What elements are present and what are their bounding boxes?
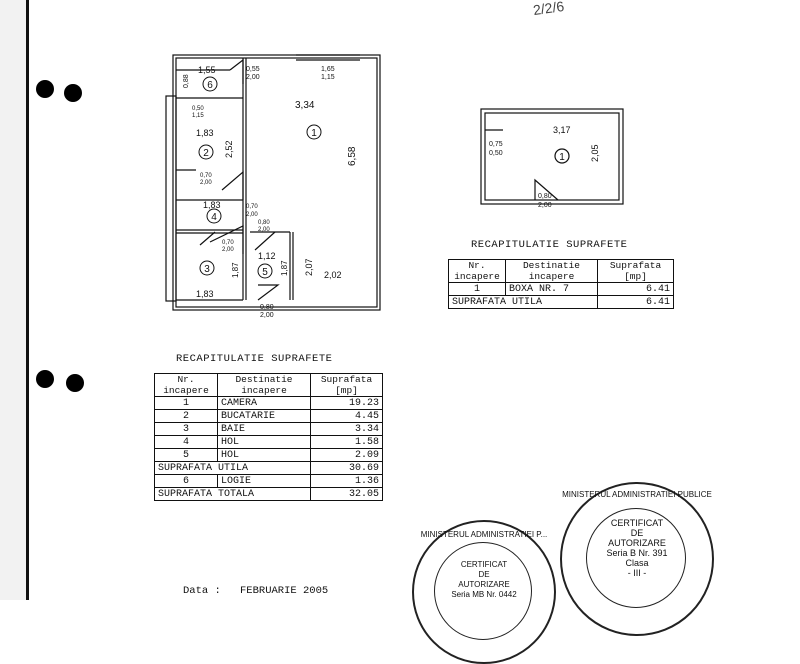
stamp-line: Clasa xyxy=(625,558,649,568)
table-row: 1 BOXA NR. 7 6.41 xyxy=(448,282,674,296)
table-row: 2 BUCATARIE 4.45 xyxy=(154,409,383,423)
dim-label: 0,70 xyxy=(246,204,258,210)
date-value: FEBRUARIE 2005 xyxy=(240,585,329,597)
date-label: Data : xyxy=(183,585,221,597)
floor-plan-box xyxy=(480,108,624,205)
dim-label: 1,83 xyxy=(196,128,214,138)
room-number-5: 5 xyxy=(262,267,268,278)
stamp-ring-text: MINISTERUL ADMINISTRATIEI P... xyxy=(420,530,548,539)
floor-plan-main: 6 2 4 3 5 1 1,55 0,88 0,55 2,00 1,65 1,1… xyxy=(165,54,624,319)
dim-label: 1,83 xyxy=(196,289,214,299)
punch-hole xyxy=(66,374,84,392)
room-number-1: 1 xyxy=(311,128,317,139)
room-number-6: 6 xyxy=(207,80,213,91)
stamp-line: DE xyxy=(630,528,644,538)
dim-label: 3,17 xyxy=(553,125,571,135)
stamp-ring-text: MINISTERUL ADMINISTRATIEI PUBLICE xyxy=(562,490,712,499)
dim-label: 1,55 xyxy=(198,65,216,75)
stamp-line: DE xyxy=(478,570,490,579)
room-number-4: 4 xyxy=(211,212,217,223)
dim-label: 2,00 xyxy=(246,212,258,218)
col-header-suprafata: Suprafata[mp] xyxy=(310,373,383,397)
dim-label: 0,80 xyxy=(538,193,552,200)
col-header-nr: Nr.incapere xyxy=(154,373,218,397)
stamp-left: MINISTERUL ADMINISTRATIEI P... CERTIFICA… xyxy=(412,520,556,664)
dim-label: 1,65 xyxy=(321,66,335,73)
table-row: 5 HOL 2.09 xyxy=(154,448,383,462)
dim-label: 0,50 xyxy=(489,150,503,157)
dim-label: 0,70 xyxy=(222,240,234,246)
dim-label: 0,55 xyxy=(246,66,260,73)
dim-label: 2,00 xyxy=(260,312,274,319)
col-header-nr: Nr.incapere xyxy=(448,259,506,283)
dim-label: 2,00 xyxy=(538,202,552,209)
stamp-line: AUTORIZARE xyxy=(458,580,510,589)
dim-label: 2,05 xyxy=(590,144,600,162)
dim-label: 2,07 xyxy=(304,258,314,276)
table-utila-row: SUPRAFATA UTILA 30.69 xyxy=(154,461,383,475)
dim-label: 1,87 xyxy=(231,262,240,278)
dim-label: 1,15 xyxy=(192,113,204,119)
box-room-number: 1 xyxy=(559,152,565,163)
stamp-line: CERTIFICAT xyxy=(460,560,508,569)
table-box-title: RECAPITULATIE SUPRAFETE xyxy=(471,239,628,251)
stamp-line: Seria B Nr. 391 xyxy=(606,548,668,558)
dim-label: 0,88 xyxy=(183,74,190,88)
dim-label: 0,80 xyxy=(260,304,274,311)
table-total-row: SUPRAFATA UTILA 6.41 xyxy=(448,295,674,309)
dim-label: 0,70 xyxy=(200,173,212,179)
dim-label: 1,12 xyxy=(258,251,276,261)
punch-hole xyxy=(64,84,82,102)
dim-label: 2,02 xyxy=(324,270,342,280)
stamp-line: Seria MB Nr. 0442 xyxy=(451,590,517,599)
dim-label: 0,80 xyxy=(258,220,270,226)
dim-label: 2,52 xyxy=(224,140,234,158)
punch-hole xyxy=(36,80,54,98)
table-row: 1 CAMERA 19.23 xyxy=(154,396,383,410)
dim-label: 2,00 xyxy=(258,227,270,233)
page-edge-line xyxy=(26,0,29,600)
col-header-suprafata: Suprafata[mp] xyxy=(597,259,674,283)
table-main-title: RECAPITULATIE SUPRAFETE xyxy=(176,353,333,365)
dim-label: 0,75 xyxy=(489,141,503,148)
table-row: 6 LOGIE 1.36 xyxy=(154,474,383,488)
punch-hole xyxy=(36,370,54,388)
dim-label: 2,00 xyxy=(200,180,212,186)
stamp-line: AUTORIZARE xyxy=(608,538,666,548)
table-totala-row: SUPRAFATA TOTALA 32.05 xyxy=(154,487,383,501)
dim-label: 1,83 xyxy=(203,200,221,210)
stamp-line: - III - xyxy=(627,568,647,578)
dim-label: 0,50 xyxy=(192,106,204,112)
dim-label: 6,58 xyxy=(347,146,358,166)
stamp-line: CERTIFICAT xyxy=(610,518,664,528)
dim-label: 3,34 xyxy=(295,100,315,111)
stamp-right: MINISTERUL ADMINISTRATIEI PUBLICE CERTIF… xyxy=(560,482,714,636)
room-number-3: 3 xyxy=(204,264,210,275)
room-number-2: 2 xyxy=(203,148,209,159)
table-row: 4 HOL 1.58 xyxy=(154,435,383,449)
dim-label: 2,00 xyxy=(246,74,260,81)
table-row: 3 BAIE 3.34 xyxy=(154,422,383,436)
dim-label: 1,15 xyxy=(321,74,335,81)
dim-label: 2,00 xyxy=(222,247,234,253)
page-edge xyxy=(0,0,28,600)
dim-label: 1,87 xyxy=(280,260,289,276)
